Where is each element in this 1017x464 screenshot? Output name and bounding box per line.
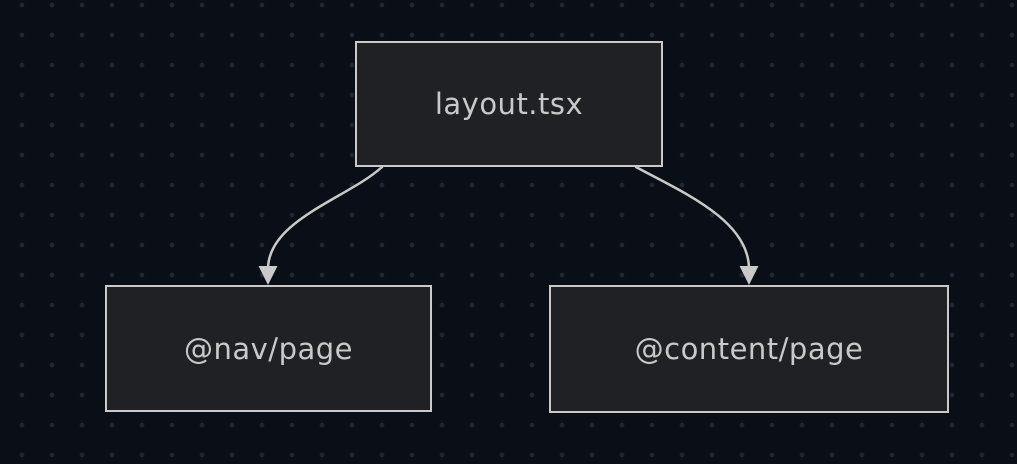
edge-layout-to-nav-path [266,165,384,271]
arrowhead-icon [739,266,759,285]
arrowhead-icon [258,266,278,285]
edge-layout-to-nav [258,165,384,285]
node-content-page: @content/page [549,285,949,413]
node-content-page-label: @content/page [634,332,864,366]
node-nav-page: @nav/page [105,285,432,412]
edge-layout-to-content [634,165,759,285]
node-layout-tsx-label: layout.tsx [434,87,584,121]
node-nav-page-label: @nav/page [183,331,353,366]
edge-layout-to-content-path [634,165,751,271]
node-layout-tsx: layout.tsx [355,41,663,167]
